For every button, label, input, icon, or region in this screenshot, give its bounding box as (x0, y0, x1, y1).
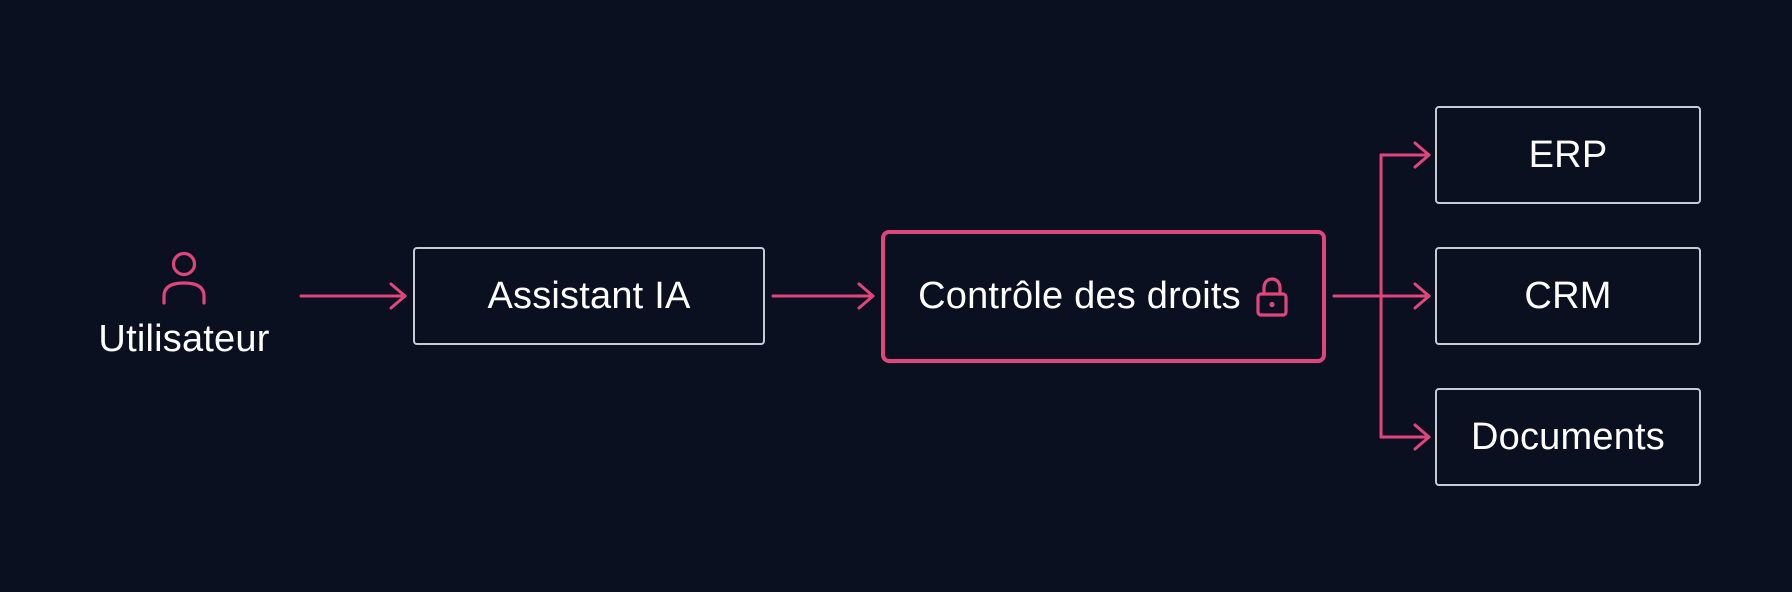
connector-rights-to-targets (1332, 153, 1383, 439)
target-box-crm: CRM (1435, 247, 1701, 345)
arrow-assistant-to-rights-check (771, 282, 875, 310)
arrow-to-crm (1379, 282, 1431, 310)
arrow-to-documents (1379, 423, 1431, 451)
lock-icon (1255, 276, 1289, 318)
target-box-documents: Documents (1435, 388, 1701, 486)
user-icon (162, 251, 206, 305)
arrow-user-to-assistant (299, 282, 407, 310)
target-label-erp: ERP (1528, 133, 1608, 176)
user-label: Utilisateur (98, 318, 270, 360)
user-node: Utilisateur (84, 248, 284, 361)
assistant-box: Assistant IA (413, 247, 765, 345)
rights-check-label: Contrôle des droits (918, 275, 1241, 317)
rights-check-box: Contrôle des droits (881, 230, 1326, 363)
target-box-erp: ERP (1435, 106, 1701, 204)
target-label-crm: CRM (1524, 274, 1612, 317)
target-label-documents: Documents (1471, 415, 1665, 458)
assistant-label: Assistant IA (487, 274, 691, 317)
arrow-to-erp (1379, 141, 1431, 169)
